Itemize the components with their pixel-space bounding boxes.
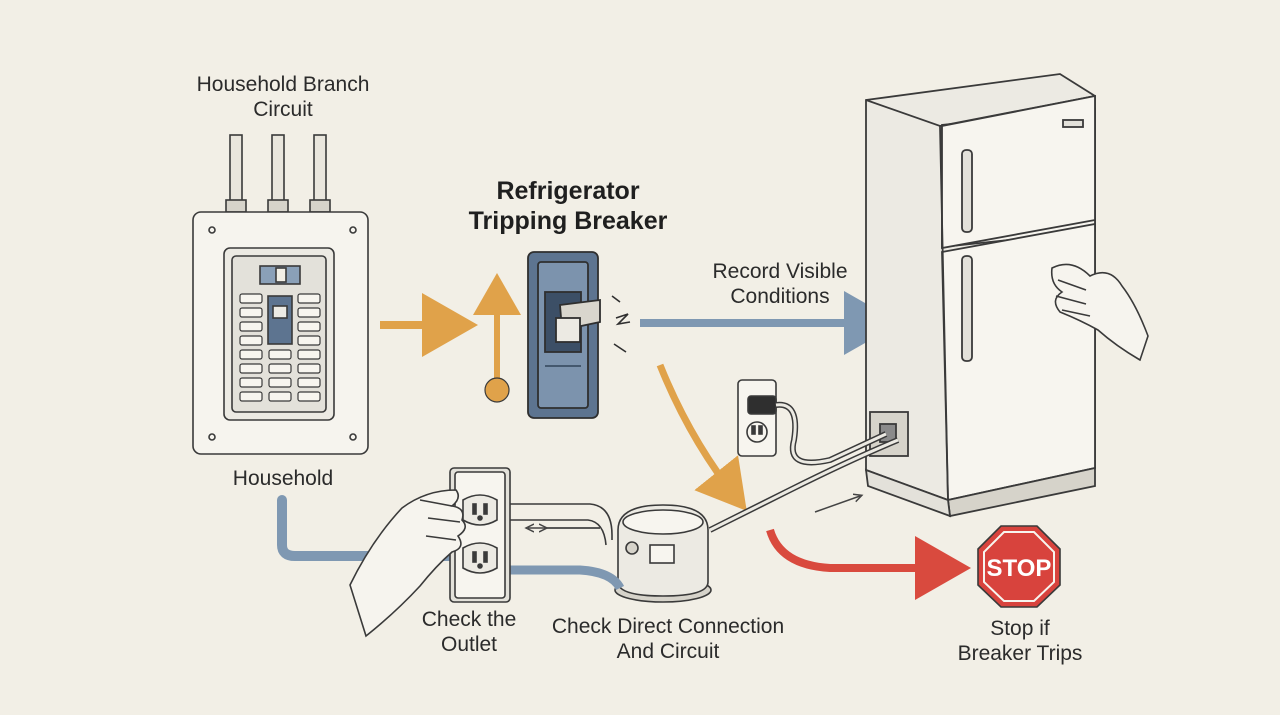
branch-circuit-label-line1: Household Branch: [196, 73, 370, 96]
check-outlet-icon: [449, 467, 511, 603]
stop-label-line1: Stop if: [990, 617, 1050, 640]
record-conditions-label-line1: Record Visible: [712, 260, 848, 283]
record-conditions-label-line2: Conditions: [730, 285, 830, 308]
stop-label: Stop if Breaker Trips: [940, 616, 1100, 666]
check-connection-label-line1: Check Direct Connection: [551, 615, 785, 638]
diagram-title-line2: Tripping Breaker: [468, 207, 668, 235]
spark-icon: [611, 295, 631, 353]
refrigerator-icon: [864, 73, 1096, 518]
compressor-icon: [614, 504, 712, 603]
check-outlet-label: Check the Outlet: [399, 607, 539, 657]
record-conditions-label: Record Visible Conditions: [690, 259, 870, 309]
household-label: Household: [203, 466, 363, 491]
diagram-title: Refrigerator Tripping Breaker: [448, 176, 688, 236]
outlet-to-compressor-wires: [505, 503, 625, 591]
check-outlet-label-line1: Check the: [421, 608, 517, 631]
diagram-title-line1: Refrigerator: [496, 177, 640, 205]
stop-arrow: [766, 528, 971, 600]
hand-on-outlet-icon: [349, 489, 466, 638]
household-label-text: Household: [232, 467, 334, 490]
check-outlet-label-line2: Outlet: [440, 633, 498, 656]
household-wire: [277, 495, 460, 561]
up-arrow-icon: [473, 273, 521, 403]
service-wires-icon: [225, 134, 331, 213]
stop-label-line2: Breaker Trips: [957, 642, 1083, 665]
hand-on-fridge-icon: [1050, 263, 1149, 362]
stop-sign-text: STOP: [987, 555, 1052, 582]
check-connection-label: Check Direct Connection And Circuit: [532, 614, 804, 664]
tripping-breaker-icon: [527, 251, 601, 419]
check-connection-label-line2: And Circuit: [616, 640, 720, 663]
stop-sign-icon: STOP: [977, 525, 1061, 608]
wall-outlet-icon: [737, 379, 777, 457]
breaker-to-compressor-arrow: [656, 363, 747, 511]
breaker-panel: [192, 134, 369, 455]
branch-circuit-label-line2: Circuit: [253, 98, 313, 121]
branch-circuit-label: Household Branch Circuit: [183, 72, 383, 122]
bidirectional-arrow-icon: [814, 496, 860, 513]
